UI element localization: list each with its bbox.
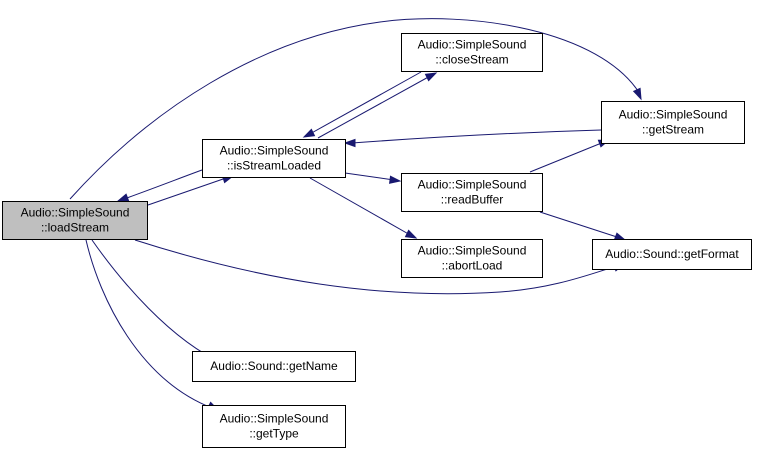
node-label-line: Audio::SimpleSound (619, 108, 728, 122)
edge-loadStream-to-isStreamLoaded (147, 175, 235, 206)
node-closeStream[interactable]: Audio::SimpleSound::closeStream (401, 33, 543, 72)
node-getFormat[interactable]: Audio::Sound::getFormat (592, 239, 752, 270)
node-label-line: ::abortLoad (442, 259, 503, 273)
edge-loadStream-to-getType (85, 239, 220, 411)
edge-arrowhead (404, 229, 418, 239)
node-box[interactable] (202, 405, 346, 448)
node-box[interactable] (401, 173, 543, 212)
edge-line (69, 18, 641, 200)
edge-isStreamLoaded-to-loadStream (116, 169, 203, 202)
edge-arrowhead (632, 87, 642, 101)
edge-loadStream-to-getName (91, 239, 232, 367)
node-label-line: Audio::Sound::getFormat (605, 247, 739, 261)
node-isStreamLoaded[interactable]: Audio::SimpleSound::isStreamLoaded (202, 139, 346, 178)
node-abortLoad[interactable]: Audio::SimpleSound::abortLoad (401, 239, 543, 278)
edge-getStream-to-isStreamLoaded (343, 129, 602, 148)
node-label-line: ::isStreamLoaded (227, 159, 321, 173)
edge-closeStream-to-isStreamLoaded (302, 71, 422, 138)
node-label-line: ::getStream (642, 123, 704, 137)
edge-readBuffer-to-getFormat (539, 211, 627, 241)
node-label-line: Audio::SimpleSound (418, 178, 527, 192)
edge-line (539, 211, 621, 239)
edge-arrowhead (613, 232, 627, 241)
nodes-layer: Audio::SimpleSound::loadStreamAudio::Sim… (2, 33, 752, 448)
edge-line (351, 129, 602, 144)
node-label-line: Audio::SimpleSound (220, 144, 329, 158)
node-box[interactable] (601, 101, 745, 144)
edge-arrowhead (389, 175, 402, 184)
edge-line (91, 239, 225, 365)
node-label-line: ::readBuffer (441, 193, 503, 207)
node-label-line: ::closeStream (435, 53, 508, 67)
edge-readBuffer-to-getStream (529, 139, 611, 173)
edge-line (147, 177, 227, 206)
node-box[interactable] (192, 351, 356, 382)
node-label-line: Audio::SimpleSound (418, 244, 527, 258)
node-loadStream[interactable]: Audio::SimpleSound::loadStream (2, 201, 148, 240)
node-label-line: Audio::SimpleSound (220, 412, 329, 426)
node-label-line: Audio::SimpleSound (418, 38, 527, 52)
edge-line (529, 141, 605, 173)
edge-isStreamLoaded-to-readBuffer (344, 172, 402, 184)
edge-line (309, 177, 413, 237)
node-box[interactable] (202, 139, 346, 178)
edge-loadStream-to-getFormat (134, 239, 626, 295)
edge-loadStream-to-getStream (69, 18, 642, 200)
edge-line (134, 239, 619, 295)
node-label-line: Audio::Sound::getName (210, 359, 338, 373)
edge-arrowhead (302, 128, 316, 138)
edge-line (344, 172, 395, 181)
node-label-line: ::getType (249, 427, 299, 441)
edge-line (317, 74, 433, 139)
node-label-line: Audio::SimpleSound (21, 206, 130, 220)
node-readBuffer[interactable]: Audio::SimpleSound::readBuffer (401, 173, 543, 212)
node-getType[interactable]: Audio::SimpleSound::getType (202, 405, 346, 448)
node-label-line: ::loadStream (41, 221, 109, 235)
edge-isStreamLoaded-to-closeStream (317, 72, 438, 139)
node-box[interactable] (401, 239, 543, 278)
node-getName[interactable]: Audio::Sound::getName (192, 351, 356, 382)
edge-line (123, 169, 203, 200)
edge-isStreamLoaded-to-abortLoad (309, 177, 418, 239)
node-getStream[interactable]: Audio::SimpleSound::getStream (601, 101, 745, 144)
node-box[interactable] (592, 239, 752, 270)
edge-arrowhead (424, 72, 438, 82)
node-box[interactable] (401, 33, 543, 72)
edge-arrowhead (116, 193, 130, 202)
edge-arrowhead (343, 138, 356, 148)
edge-line (85, 239, 213, 409)
node-box[interactable] (2, 201, 148, 240)
edge-line (307, 71, 422, 136)
